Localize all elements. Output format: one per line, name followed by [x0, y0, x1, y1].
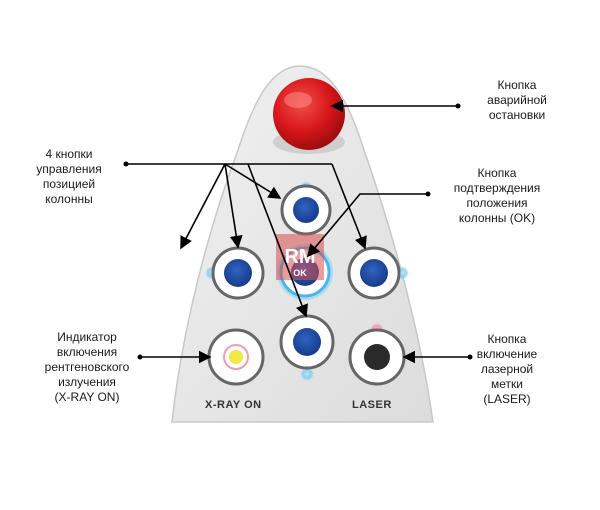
svg-text:OK: OK: [293, 268, 307, 278]
label-emergency-stop: Кнопка аварийной остановки: [487, 78, 547, 122]
panel-laser-label: LASER: [352, 399, 392, 411]
leader-dots: [123, 103, 473, 360]
xray-indicator: [207, 328, 265, 386]
panel-xray-label: X-RAY ON: [205, 399, 262, 411]
column-button-right[interactable]: [347, 246, 409, 300]
label-confirm-ok: Кнопка подтверждения положения колонны (…: [453, 166, 541, 225]
leader-lines: [126, 99, 470, 364]
column-button-top[interactable]: [280, 181, 332, 236]
label-xray-indicator: Индикатор включения рентгеновского излуч…: [44, 330, 130, 404]
column-button-left[interactable]: [205, 246, 265, 300]
label-column-buttons: 4 кнопки управления позицией колонны: [36, 147, 102, 206]
svg-text:RM: RM: [284, 246, 315, 268]
label-laser-button: Кнопка включение лазерной метки (LASER): [476, 332, 538, 406]
emergency-stop-button[interactable]: [273, 78, 345, 154]
laser-button[interactable]: [348, 323, 406, 386]
